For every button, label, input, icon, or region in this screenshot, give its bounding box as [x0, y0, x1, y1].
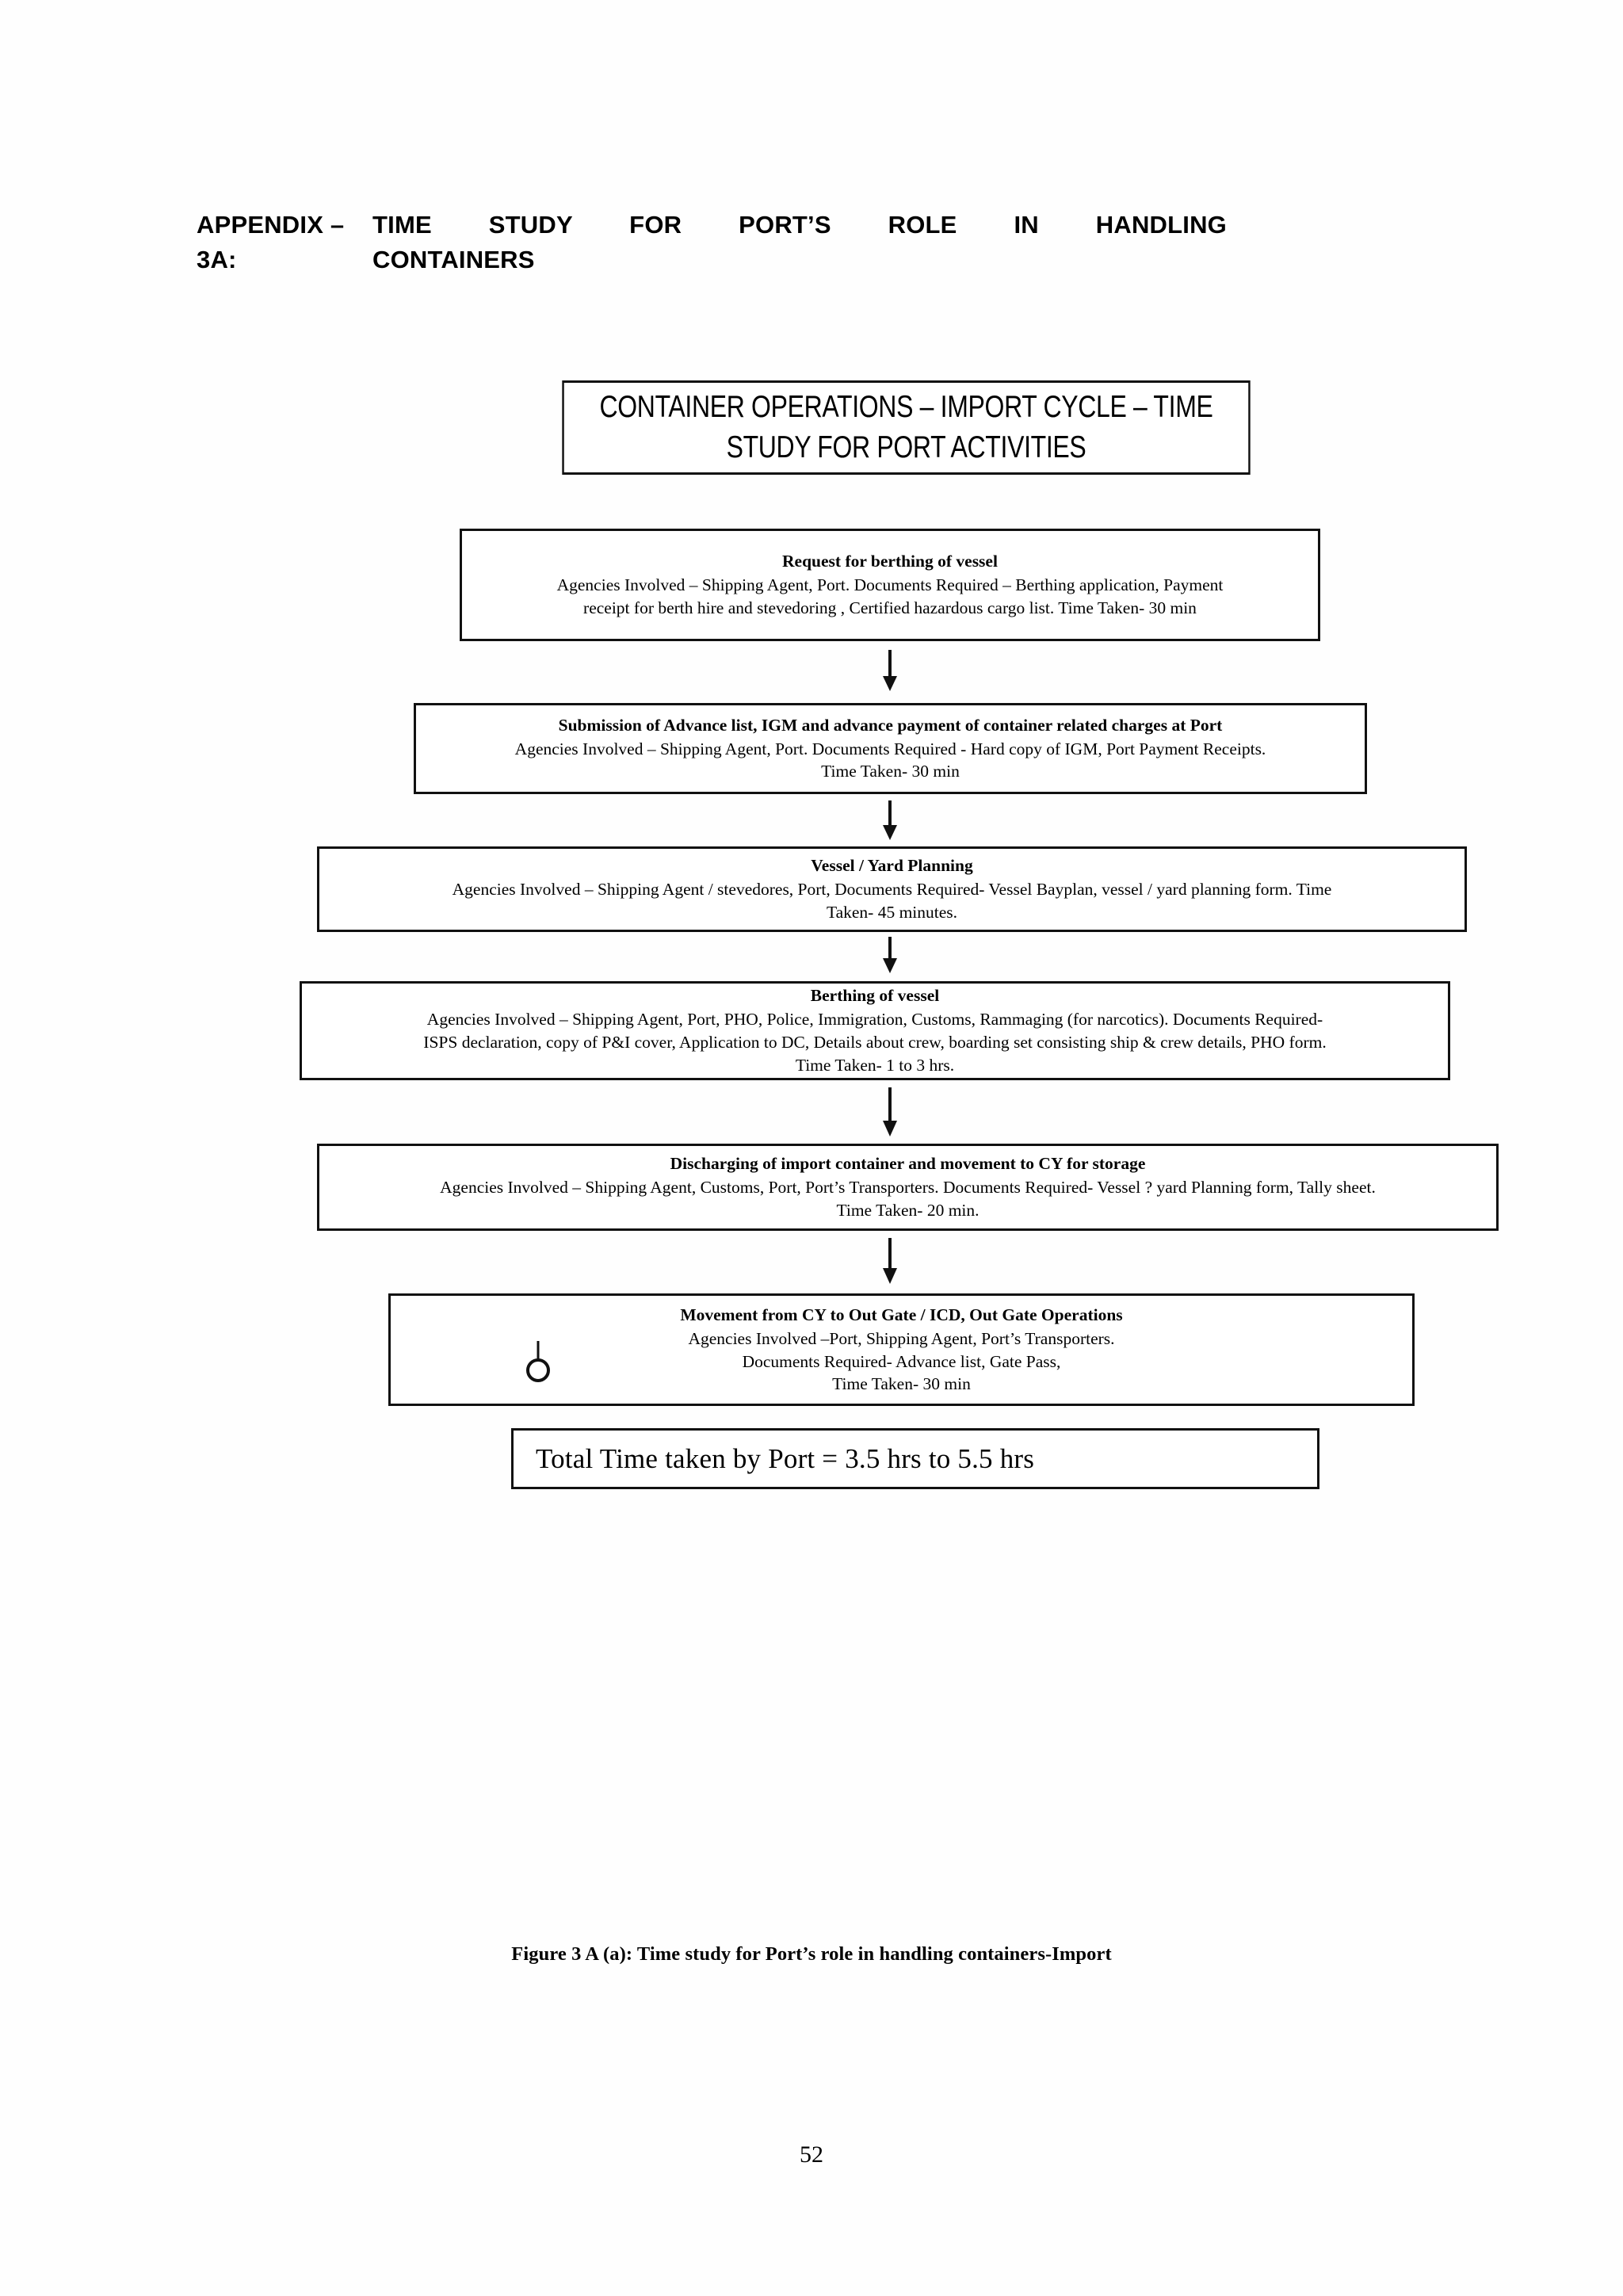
process-box-content: Submission of Advance list, IGM and adva…: [416, 714, 1365, 783]
process-box-movement-from-cy-to-out-gate: Movement from CY to Out Gate / ICD, Out …: [388, 1293, 1415, 1406]
process-box-berthing-of-vessel: Berthing of vessel Agencies Involved – S…: [300, 981, 1450, 1080]
appendix-heading-body: TIME STUDY FOR PORT’S ROLE IN HANDLING C…: [372, 208, 1227, 277]
figure-caption: Figure 3 A (a): Time study for Port’s ro…: [511, 1943, 1112, 1965]
circle-connector-icon: [525, 1341, 552, 1386]
total-time-text: Total Time taken by Port = 3.5 hrs to 5.…: [536, 1442, 1035, 1474]
process-box-content: Berthing of vessel Agencies Involved – S…: [302, 984, 1448, 1076]
page-number: 52: [800, 2141, 823, 2168]
flow-arrow-down-icon: [880, 800, 900, 842]
process-line: Time Taken- 20 min.: [836, 1200, 980, 1220]
process-title: Request for berthing of vessel: [782, 552, 998, 571]
appendix-heading-line-1: TIME STUDY FOR PORT’S ROLE IN HANDLING: [372, 211, 1227, 239]
process-line: Agencies Involved – Shipping Agent, Port…: [514, 739, 1266, 758]
process-line: Taken- 45 minutes.: [826, 902, 958, 922]
flowchart-title-line-1: CONTAINER OPERATIONS – IMPORT CYCLE – TI…: [599, 389, 1213, 424]
process-box-content: Vessel / Yard Planning Agencies Involved…: [319, 854, 1465, 923]
process-line: Agencies Involved – Shipping Agent, Port…: [426, 1010, 1323, 1030]
flow-arrow-down-icon: [880, 937, 900, 975]
process-box-discharging-of-import-container: Discharging of import container and move…: [317, 1144, 1499, 1231]
flow-arrow-down-icon: [880, 650, 900, 693]
process-title: Submission of Advance list, IGM and adva…: [558, 715, 1223, 735]
process-line: ISPS declaration, copy of P&I cover, App…: [423, 1033, 1327, 1052]
flow-arrow-down-icon: [880, 1087, 900, 1138]
process-box-content: Discharging of import container and move…: [319, 1152, 1496, 1221]
process-box-request-for-berthing: Request for berthing of vessel Agencies …: [460, 529, 1320, 641]
process-line: Agencies Involved –Port, Shipping Agent,…: [688, 1328, 1115, 1348]
process-title: Movement from CY to Out Gate / ICD, Out …: [680, 1305, 1123, 1324]
flowchart-title-line-2: STUDY FOR PORT ACTIVITIES: [726, 430, 1086, 464]
flowchart-title-box: CONTAINER OPERATIONS – IMPORT CYCLE – TI…: [562, 380, 1251, 475]
appendix-heading-line-2: CONTAINERS: [372, 246, 535, 274]
process-box-vessel-yard-planning: Vessel / Yard Planning Agencies Involved…: [317, 846, 1467, 932]
process-line: Documents Required- Advance list, Gate P…: [742, 1351, 1061, 1371]
total-time-box: Total Time taken by Port = 3.5 hrs to 5.…: [511, 1428, 1319, 1489]
appendix-heading-label: APPENDIX – 3A:: [197, 211, 345, 274]
process-box-content: Movement from CY to Out Gate / ICD, Out …: [391, 1304, 1412, 1396]
process-line: Time Taken- 30 min: [832, 1374, 971, 1394]
process-title: Discharging of import container and move…: [670, 1154, 1146, 1174]
process-line: Agencies Involved – Shipping Agent, Cust…: [440, 1178, 1376, 1198]
process-line: Time Taken- 30 min: [821, 762, 960, 781]
flow-arrow-down-icon: [880, 1238, 900, 1286]
appendix-heading: APPENDIX – 3A: TIME STUDY FOR PORT’S ROL…: [197, 208, 1227, 277]
process-line: Agencies Involved – Shipping Agent / ste…: [452, 880, 1332, 900]
process-box-content: Request for berthing of vessel Agencies …: [462, 550, 1318, 619]
process-title: Berthing of vessel: [810, 986, 940, 1006]
process-title: Vessel / Yard Planning: [811, 856, 973, 876]
process-line: Agencies Involved – Shipping Agent, Port…: [556, 575, 1224, 595]
process-line: receipt for berth hire and stevedoring ,…: [583, 598, 1197, 617]
process-line: Time Taken- 1 to 3 hrs.: [795, 1055, 955, 1075]
process-box-submission-of-advance-list: Submission of Advance list, IGM and adva…: [414, 703, 1367, 794]
